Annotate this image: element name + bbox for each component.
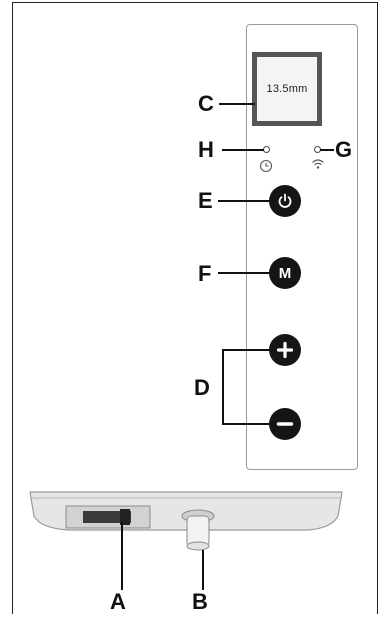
leader-h [222, 149, 264, 151]
plus-icon [276, 341, 294, 359]
leader-f [218, 272, 270, 274]
power-icon [278, 193, 292, 208]
knob-b [181, 509, 215, 551]
leader-g [320, 149, 334, 151]
display-screen: 13.5mm [252, 52, 322, 126]
timer-led [263, 146, 270, 153]
leader-d-bottom [222, 423, 270, 425]
mode-icon: M [278, 264, 292, 282]
clock-icon [259, 159, 273, 173]
mode-button[interactable]: M [269, 257, 301, 289]
display-reading: 13.5mm [266, 83, 308, 95]
callout-b: B [192, 589, 208, 614]
leader-b [202, 550, 204, 590]
diagram-frame [12, 2, 378, 614]
minus-button[interactable] [269, 408, 301, 440]
callout-c: C [198, 91, 214, 116]
minus-icon [276, 422, 294, 426]
callout-a: A [110, 589, 126, 614]
device-base [29, 491, 343, 531]
leader-e [218, 200, 270, 202]
callout-g: G [335, 137, 353, 162]
plus-button[interactable] [269, 334, 301, 366]
callout-d: D [194, 375, 210, 400]
leader-d-vertical [222, 349, 224, 425]
callout-h: H [198, 137, 214, 162]
leader-a [121, 522, 123, 590]
leader-d-top [222, 349, 270, 351]
wifi-icon [312, 159, 324, 169]
callout-f: F [198, 261, 212, 286]
power-button[interactable] [269, 185, 301, 217]
callout-e: E [198, 188, 213, 213]
leader-c [219, 103, 255, 105]
